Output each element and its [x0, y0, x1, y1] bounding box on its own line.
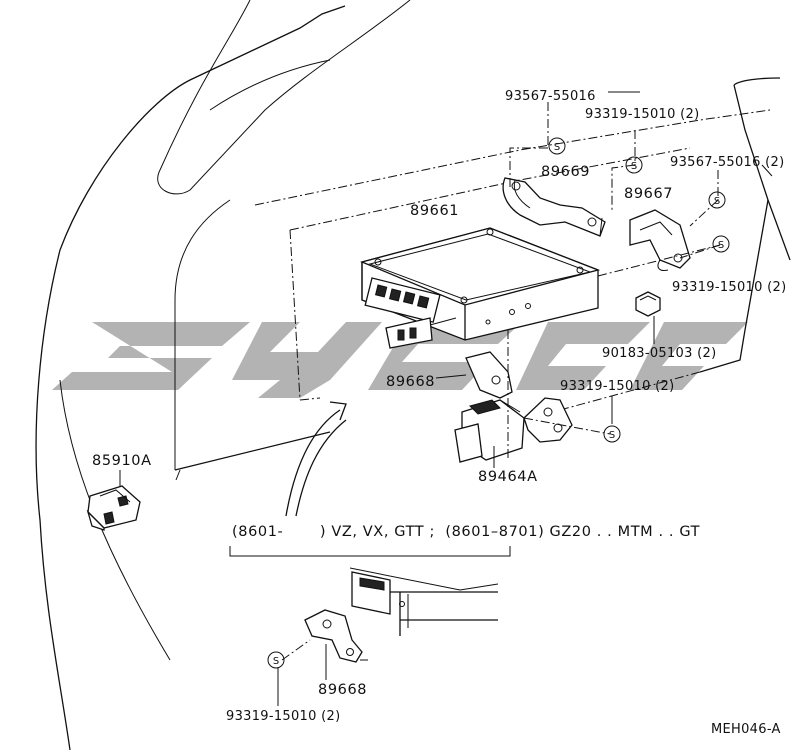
- svg-text:S: S: [714, 196, 720, 207]
- label-85910a: 85910A: [92, 453, 152, 469]
- label-89464a: 89464A: [478, 469, 538, 485]
- s-marker-6: S: [267, 651, 285, 669]
- leader-lines: [119, 91, 773, 706]
- label-89667: 89667: [624, 186, 673, 202]
- bracket-icon-inset: [304, 609, 363, 663]
- s-marker-1: S: [548, 137, 566, 155]
- pressure-sensor-icon: [454, 397, 573, 463]
- svg-text:S: S: [609, 430, 615, 441]
- body-panel: [35, 0, 791, 751]
- svg-text:S: S: [718, 240, 724, 251]
- s-marker-2: S: [625, 156, 643, 174]
- bracket-icon-89667: [629, 209, 691, 271]
- s-marker-5: S: [603, 425, 621, 443]
- label-89661: 89661: [410, 203, 459, 219]
- ecu-connector-pins: [374, 284, 430, 309]
- label-90183: 90183-05103 (2): [602, 346, 716, 361]
- engine-computer-icon: [359, 227, 601, 349]
- bracket-icon-89668: [465, 351, 513, 399]
- label-93567-right: 93567-55016 (2): [670, 155, 784, 170]
- inset-ecu: [349, 567, 499, 636]
- svg-text:S: S: [554, 142, 560, 153]
- applicability-note: (8601- ) VZ, VX, GTT ; (8601–8701) GZ20 …: [232, 524, 700, 540]
- label-93319-inset: 93319-15010 (2): [226, 709, 340, 724]
- bracket-icon: [502, 177, 606, 237]
- label-93319-top: 93319-15010 (2): [585, 107, 699, 122]
- relay-icon: [86, 485, 141, 531]
- svg-text:S: S: [631, 161, 637, 172]
- diagram-code: MEH046-A: [711, 722, 781, 737]
- s-marker-4: S: [712, 235, 730, 253]
- s-marker-3: S: [708, 191, 726, 209]
- label-89668-inset: 89668: [318, 682, 367, 698]
- svg-text:S: S: [273, 656, 279, 667]
- nut-icon: [635, 291, 661, 317]
- label-89668: 89668: [386, 374, 435, 390]
- label-93567-top: 93567-55016: [505, 89, 596, 104]
- label-93319-right: 93319-15010 (2): [672, 280, 786, 295]
- label-93319-mid: 93319-15010 (2): [560, 379, 674, 394]
- label-89669: 89669: [541, 164, 590, 180]
